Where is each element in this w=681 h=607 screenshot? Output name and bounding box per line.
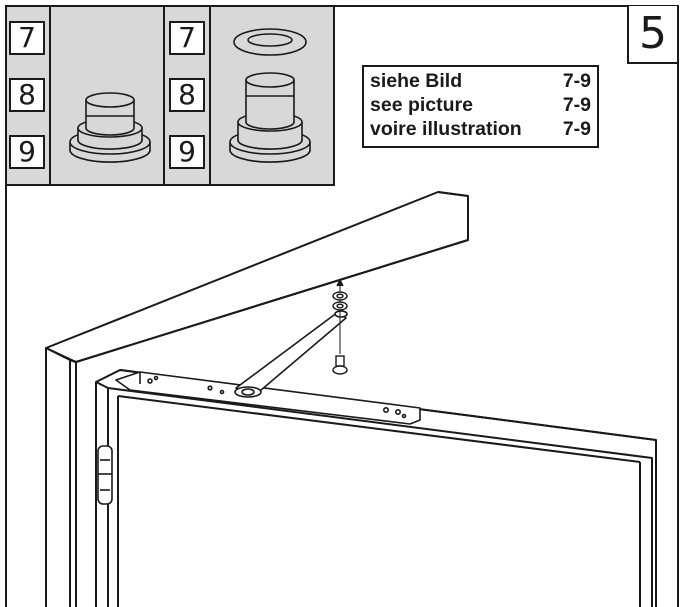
outer-frame — [5, 5, 679, 607]
fixing-parts — [332, 278, 348, 375]
variant-number-9-left: 9 — [9, 135, 45, 169]
pivot-stud-a-icon — [69, 92, 151, 163]
reference-box: siehe Bild 7-9 see picture 7-9 voire ill… — [362, 65, 599, 148]
reference-label: see picture — [370, 94, 473, 116]
reference-row: see picture 7-9 — [370, 93, 591, 117]
reference-label: siehe Bild — [370, 70, 463, 92]
variant-number-8-right: 8 — [169, 78, 205, 112]
door-frame — [45, 191, 469, 607]
pivot-stud-b-icon — [229, 28, 311, 163]
hinge-icon — [97, 445, 113, 505]
variant-number-7-right: 7 — [169, 21, 205, 55]
reference-row: voire illustration 7-9 — [370, 117, 591, 141]
reference-row: siehe Bild 7-9 — [370, 69, 591, 93]
step-number: 5 — [627, 6, 677, 64]
reference-label: voire illustration — [370, 118, 522, 140]
door-closer-body — [115, 371, 421, 425]
reference-range: 7-9 — [562, 70, 591, 92]
door-leaf — [95, 369, 657, 607]
variant-number-9-right: 9 — [169, 135, 205, 169]
variant-number-8-left: 8 — [9, 78, 45, 112]
closer-arm — [234, 310, 348, 398]
reference-range: 7-9 — [562, 94, 591, 116]
variant-number-7-left: 7 — [9, 21, 45, 55]
reference-range: 7-9 — [562, 118, 591, 140]
